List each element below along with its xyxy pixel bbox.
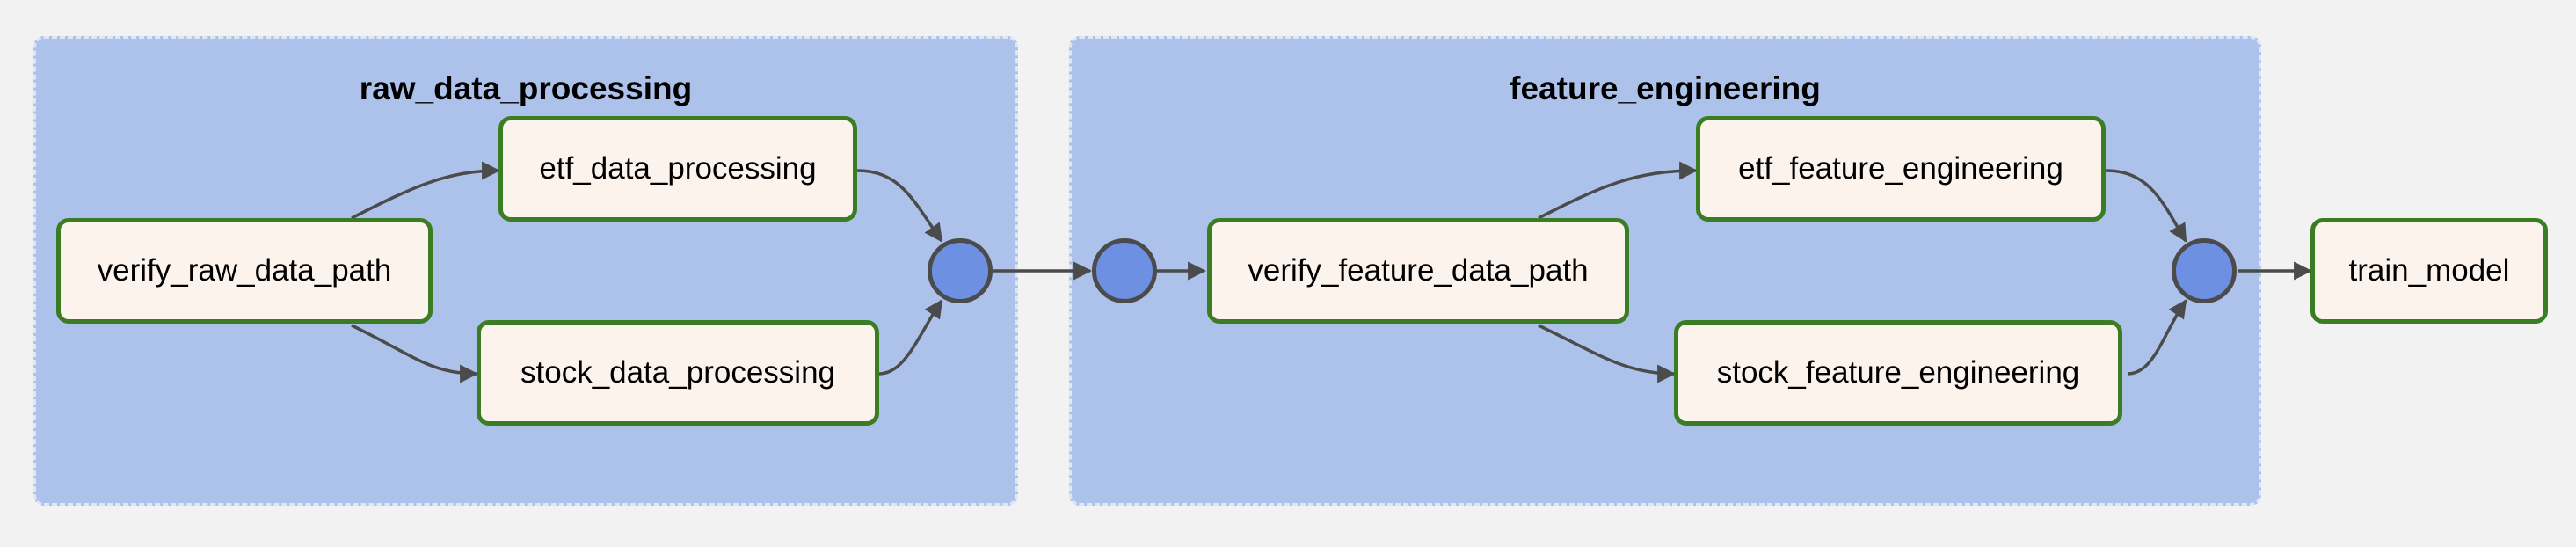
group-title-feature-engineering: feature_engineering: [1510, 70, 1821, 106]
task-node-stock-data-processing[interactable]: stock_data_processing: [477, 320, 879, 426]
task-node-etf-feature-engineering[interactable]: etf_feature_engineering: [1696, 116, 2106, 222]
join-node-feature-engineering-end[interactable]: [2172, 238, 2237, 303]
group-title-raw-data-processing: raw_data_processing: [359, 70, 693, 106]
task-node-verify-raw-data-path[interactable]: verify_raw_data_path: [56, 218, 433, 324]
join-node-raw-data-processing[interactable]: [928, 238, 993, 303]
task-node-verify-feature-data-path[interactable]: verify_feature_data_path: [1207, 218, 1629, 324]
join-node-feature-engineering-start[interactable]: [1092, 238, 1157, 303]
task-node-train-model[interactable]: train_model: [2310, 218, 2548, 324]
task-node-etf-data-processing[interactable]: etf_data_processing: [498, 116, 857, 222]
task-node-stock-feature-engineering[interactable]: stock_feature_engineering: [1674, 320, 2122, 426]
